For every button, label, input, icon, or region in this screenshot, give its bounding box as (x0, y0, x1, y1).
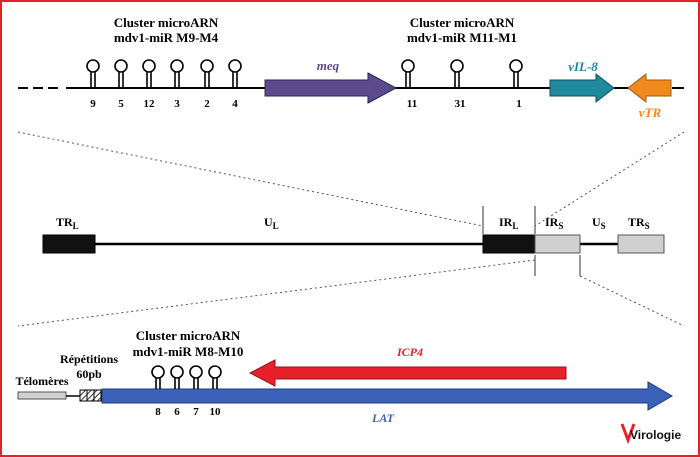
mir-label: 11 (407, 98, 417, 110)
virologie-logo: Virologie (620, 423, 681, 445)
icp4-label: ICP4 (396, 345, 423, 359)
mir-label: 7 (193, 406, 199, 418)
cluster2-title: Cluster microARN (410, 15, 515, 30)
mir-label: 2 (204, 98, 210, 110)
mir-label: 9 (90, 98, 96, 110)
trs-box (617, 234, 665, 254)
mir-label: 31 (455, 98, 466, 110)
zoom-line (579, 275, 685, 327)
mir-label: 6 (174, 406, 180, 418)
irl-box (482, 234, 536, 254)
region-irs: IRS (545, 215, 563, 231)
repeats-label-line1: Répétitions (60, 352, 118, 366)
region-trs: TRS (628, 215, 650, 231)
mir-label: 4 (232, 98, 238, 110)
logo-text: Virologie (630, 428, 681, 442)
mir-label: 1 (516, 98, 522, 110)
mir-label: 8 (155, 406, 161, 418)
region-ul: UL (264, 215, 279, 231)
cluster2-hairpins (401, 59, 523, 88)
cluster1-title: Cluster microARN (114, 15, 219, 30)
region-irl: IRL (499, 215, 518, 231)
repeats-label-line2: 60pb (76, 367, 102, 381)
vtr-gene-arrow (627, 72, 672, 104)
cluster3-subtitle: mdv1-miR M8-M10 (133, 344, 244, 359)
region-trl: TRL (56, 215, 79, 231)
cluster2-subtitle: mdv1-miR M11-M1 (407, 30, 517, 45)
trl-box (42, 234, 96, 254)
vil8-gene-arrow (549, 72, 615, 104)
zoom-line (17, 259, 536, 327)
lat-label: LAT (371, 411, 395, 425)
vil8-label: vIL-8 (568, 59, 598, 74)
mir-label: 5 (118, 98, 124, 110)
zoom-line (17, 131, 484, 227)
telomeres-label: Télomères (15, 374, 68, 388)
meq-gene-arrow (264, 72, 398, 104)
region-us: US (592, 215, 606, 231)
cluster3-hairpins (151, 365, 222, 389)
top-panel: Cluster microARN mdv1-miR M9-M4 9 5 12 3… (18, 15, 684, 120)
repeats-60bp (79, 389, 102, 402)
cluster3-title: Cluster microARN (136, 328, 241, 343)
mir-label: 10 (210, 406, 222, 418)
mir-label: 12 (144, 98, 156, 110)
bottom-panel: Télomères Répétitions 60pb LAT ICP4 Clus… (15, 328, 673, 425)
telomeres-box (17, 391, 67, 400)
cluster1-hairpins (86, 59, 242, 88)
cluster1-subtitle: mdv1-miR M9-M4 (114, 30, 219, 45)
mir-label: 3 (174, 98, 180, 110)
irs-box (534, 234, 581, 254)
vtr-label: vTR (639, 105, 662, 120)
meq-label: meq (317, 58, 340, 73)
lat-gene-arrow (101, 381, 673, 411)
icp4-gene-arrow (248, 359, 567, 387)
middle-panel: TRL UL IRL IRS US TRS (42, 206, 665, 276)
logo-v-mark (620, 423, 636, 445)
zoom-line (534, 131, 685, 227)
